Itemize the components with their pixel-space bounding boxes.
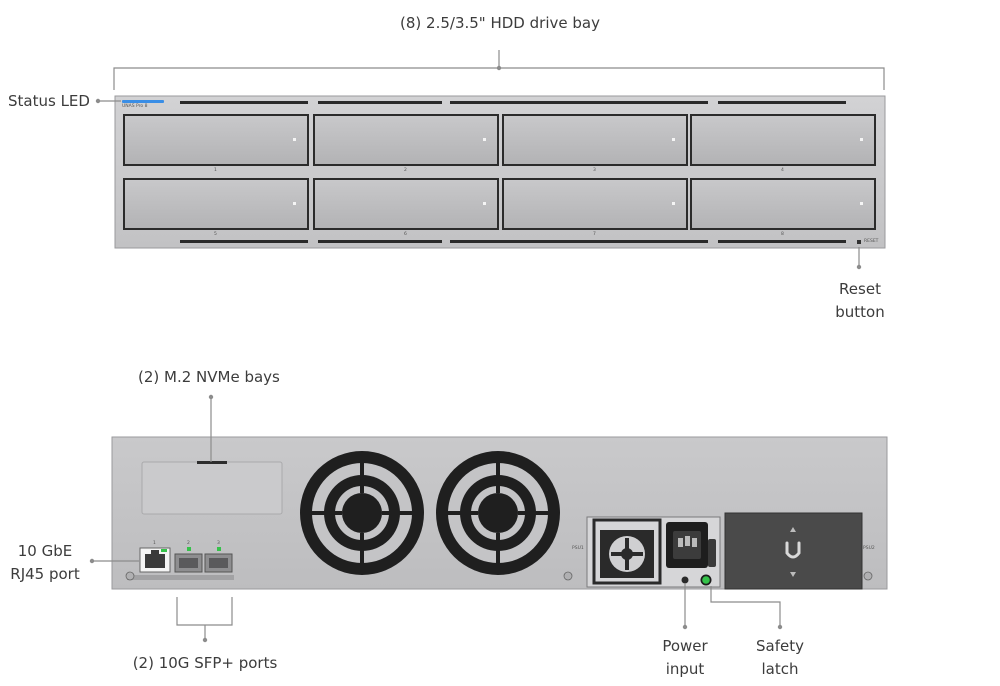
psu1-label: PSU1 bbox=[572, 546, 584, 551]
bay-number: 4 bbox=[781, 168, 784, 173]
safety-latch-label: Safety latch bbox=[756, 637, 804, 678]
port-number-2: 2 bbox=[187, 541, 190, 546]
screw-icon bbox=[125, 571, 873, 581]
bay-number: 5 bbox=[214, 232, 217, 237]
fan-icon bbox=[436, 451, 560, 575]
port-label-strip bbox=[127, 575, 234, 580]
latch-button-icon bbox=[700, 574, 712, 586]
drive-activity-led bbox=[293, 202, 296, 205]
nvme-bays-label: (2) M.2 NVMe bays bbox=[138, 368, 280, 386]
psu2-label: PSU2 bbox=[863, 546, 875, 551]
psu2-cover bbox=[724, 512, 863, 590]
drive-activity-led bbox=[860, 202, 863, 205]
bay-number: 6 bbox=[404, 232, 407, 237]
front-callout-dots bbox=[95, 65, 862, 270]
drive-tray[interactable] bbox=[690, 114, 876, 166]
rear-callout-dots bbox=[89, 394, 783, 643]
reset-text: RESET bbox=[864, 239, 879, 244]
reset-pinhole bbox=[857, 240, 861, 244]
sfp-ports-label: (2) 10G SFP+ ports bbox=[132, 654, 278, 672]
drive-activity-led bbox=[672, 138, 675, 141]
psu1-module bbox=[586, 516, 721, 588]
nvme-bay-handle bbox=[197, 461, 227, 464]
port-number-3: 3 bbox=[217, 541, 220, 546]
sfp-port-icon bbox=[204, 547, 233, 573]
reset-button-label: Reset button bbox=[835, 280, 885, 321]
fan-icon bbox=[300, 451, 424, 575]
power-input-label: Power input bbox=[662, 637, 708, 678]
drive-activity-led bbox=[483, 138, 486, 141]
drive-tray[interactable] bbox=[123, 114, 309, 166]
port-number-1: 1 bbox=[153, 541, 156, 546]
front-top-vents bbox=[180, 101, 846, 104]
bay-number: 3 bbox=[593, 168, 596, 173]
drive-activity-led bbox=[483, 202, 486, 205]
status-led-label: Status LED bbox=[8, 92, 90, 110]
drive-activity-led bbox=[860, 138, 863, 141]
drive-trays bbox=[123, 114, 876, 230]
status-led-light bbox=[122, 100, 164, 103]
ubiquiti-logo-icon bbox=[785, 541, 801, 559]
psu-fan-icon bbox=[600, 530, 654, 578]
drive-activity-led bbox=[293, 138, 296, 141]
drive-tray[interactable] bbox=[313, 114, 499, 166]
bay-number: 2 bbox=[404, 168, 407, 173]
drive-tray[interactable] bbox=[123, 178, 309, 230]
iec-power-socket-icon bbox=[666, 522, 708, 568]
front-bottom-vents bbox=[180, 240, 846, 243]
rj45-port-icon bbox=[139, 547, 171, 573]
rear-callout-lines bbox=[92, 397, 781, 640]
drive-tray[interactable] bbox=[502, 114, 688, 166]
model-name: UNAS Pro 8 bbox=[122, 104, 148, 109]
rear-panel bbox=[111, 436, 888, 590]
safety-latch-leader bbox=[710, 586, 781, 627]
drive-bay-label: (8) 2.5/3.5" HDD drive bay bbox=[400, 14, 600, 32]
sfp-bracket bbox=[176, 597, 233, 626]
front-panel bbox=[114, 95, 886, 249]
sfp-port-icon bbox=[174, 547, 203, 573]
cable-clip bbox=[708, 539, 716, 567]
drive-activity-led bbox=[672, 202, 675, 205]
drive-bay-bracket bbox=[113, 67, 885, 90]
rj45-port-label: 10 GbE RJ45 port bbox=[10, 542, 80, 583]
bay-number: 8 bbox=[781, 232, 784, 237]
fans bbox=[300, 451, 560, 575]
nvme-bay-door bbox=[141, 461, 283, 515]
bay-number: 1 bbox=[214, 168, 217, 173]
drive-tray[interactable] bbox=[690, 178, 876, 230]
drive-tray[interactable] bbox=[313, 178, 499, 230]
drive-tray[interactable] bbox=[502, 178, 688, 230]
bay-number: 7 bbox=[593, 232, 596, 237]
